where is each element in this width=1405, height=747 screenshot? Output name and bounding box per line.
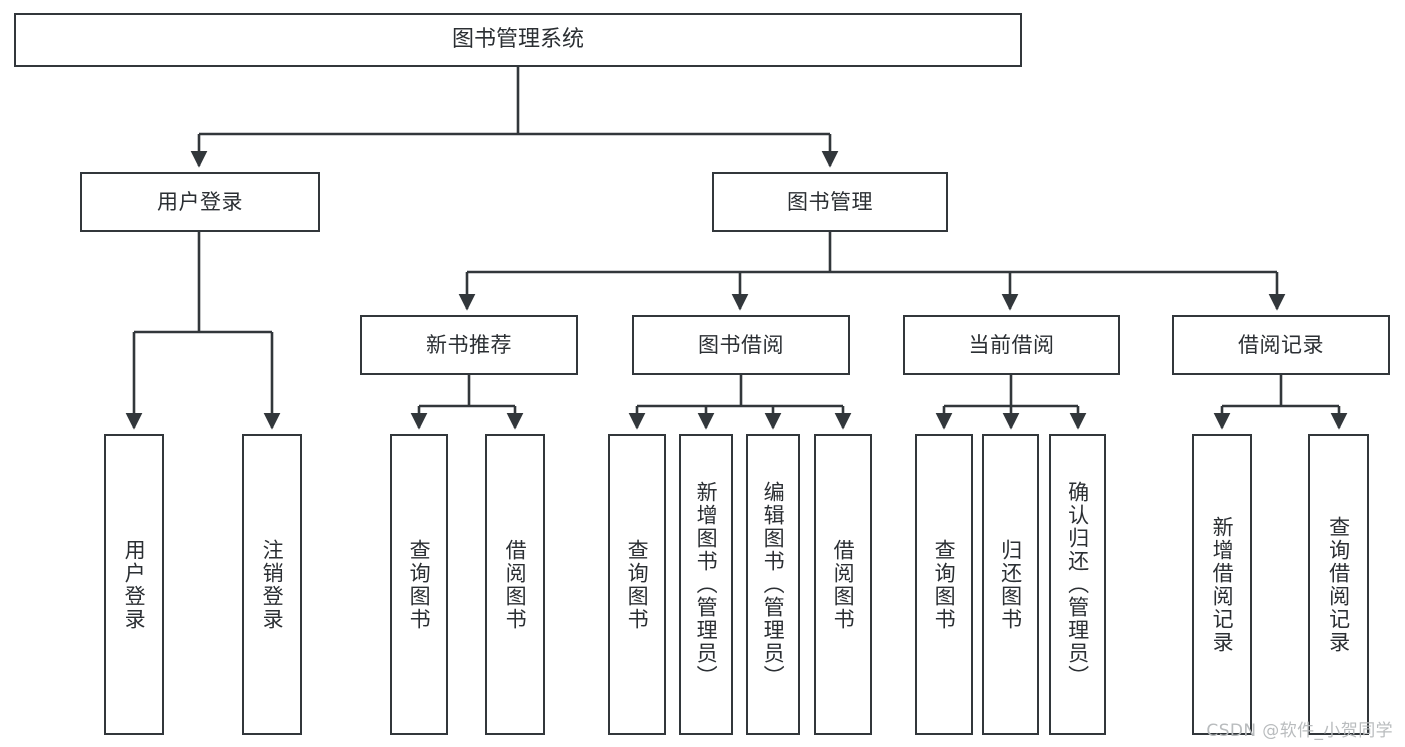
- node-leaf-user-login[interactable]: 用户登录: [104, 434, 164, 735]
- node-leaf-confirm-return[interactable]: 确认归还（管理员）: [1049, 434, 1106, 735]
- node-leaf-user-login-label: 用户登录: [122, 538, 147, 631]
- node-leaf-query-book-2-label: 查询图书: [625, 538, 650, 631]
- node-leaf-query-book-1-label: 查询图书: [407, 538, 432, 631]
- node-borrow-record[interactable]: 借阅记录: [1172, 315, 1390, 375]
- node-leaf-add-book[interactable]: 新增图书（管理员）: [679, 434, 733, 735]
- node-new-book-recommend-label: 新书推荐: [426, 332, 512, 357]
- node-root[interactable]: 图书管理系统: [14, 13, 1022, 67]
- node-book-borrow-label: 图书借阅: [698, 332, 784, 357]
- node-leaf-logout-label: 注销登录: [260, 538, 285, 631]
- node-leaf-query-record-label: 查询借阅记录: [1326, 515, 1351, 654]
- watermark: CSDN @软件_小贺同学: [1206, 721, 1393, 741]
- node-leaf-add-book-label: 新增图书（管理员）: [694, 481, 719, 688]
- node-leaf-edit-book-label: 编辑图书（管理员）: [761, 481, 786, 688]
- node-user-login-label: 用户登录: [157, 189, 243, 214]
- node-leaf-add-record-label: 新增借阅记录: [1210, 515, 1235, 654]
- node-book-manage[interactable]: 图书管理: [712, 172, 948, 232]
- node-leaf-edit-book[interactable]: 编辑图书（管理员）: [746, 434, 800, 735]
- node-leaf-query-book-1[interactable]: 查询图书: [390, 434, 448, 735]
- node-leaf-logout[interactable]: 注销登录: [242, 434, 302, 735]
- node-leaf-query-book-2[interactable]: 查询图书: [608, 434, 666, 735]
- node-leaf-query-book-3[interactable]: 查询图书: [915, 434, 973, 735]
- node-new-book-recommend[interactable]: 新书推荐: [360, 315, 578, 375]
- node-current-borrow-label: 当前借阅: [968, 332, 1055, 357]
- node-leaf-borrow-book-2-label: 借阅图书: [831, 538, 856, 631]
- node-leaf-confirm-return-label: 确认归还（管理员）: [1065, 481, 1090, 688]
- node-book-manage-label: 图书管理: [787, 189, 873, 214]
- node-leaf-query-record[interactable]: 查询借阅记录: [1308, 434, 1369, 735]
- node-root-label: 图书管理系统: [451, 27, 584, 53]
- node-user-login[interactable]: 用户登录: [80, 172, 320, 232]
- node-leaf-query-book-3-label: 查询图书: [932, 538, 957, 631]
- node-leaf-borrow-book-2[interactable]: 借阅图书: [814, 434, 872, 735]
- node-leaf-return-book[interactable]: 归还图书: [982, 434, 1039, 735]
- node-borrow-record-label: 借阅记录: [1238, 332, 1324, 357]
- node-book-borrow[interactable]: 图书借阅: [632, 315, 850, 375]
- node-leaf-borrow-book-1[interactable]: 借阅图书: [485, 434, 545, 735]
- node-leaf-add-record[interactable]: 新增借阅记录: [1192, 434, 1252, 735]
- node-leaf-borrow-book-1-label: 借阅图书: [503, 538, 528, 631]
- node-leaf-return-book-label: 归还图书: [998, 538, 1023, 631]
- node-current-borrow[interactable]: 当前借阅: [903, 315, 1120, 375]
